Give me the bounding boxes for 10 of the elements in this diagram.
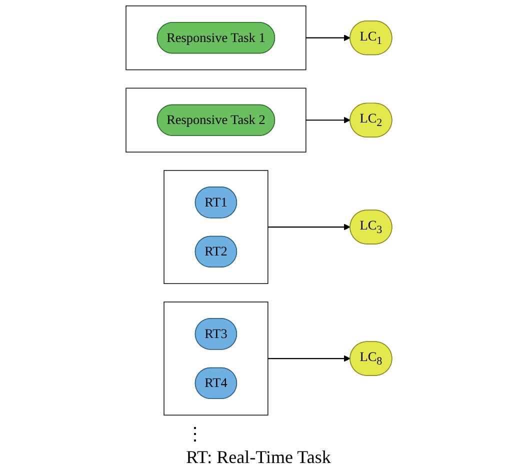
note-text: ⋮ bbox=[186, 423, 206, 445]
cluster bbox=[125, 6, 306, 70]
note-text: RT: Real-Time Task bbox=[186, 447, 331, 468]
arrow bbox=[267, 224, 350, 230]
cluster bbox=[163, 170, 268, 284]
cluster bbox=[163, 302, 268, 416]
arrow bbox=[305, 116, 350, 124]
arrow bbox=[305, 34, 350, 42]
arrow bbox=[267, 355, 350, 362]
cluster bbox=[125, 88, 306, 152]
